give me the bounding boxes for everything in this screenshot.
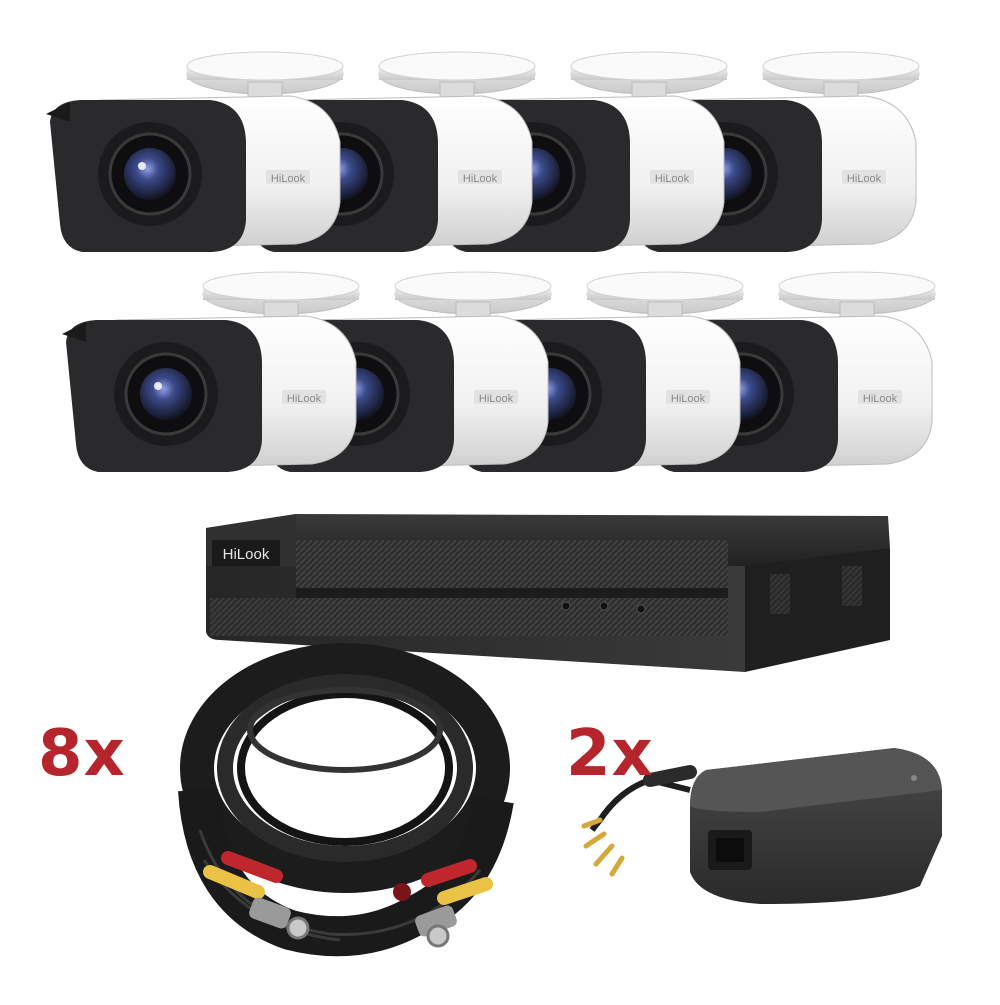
power-supply — [581, 748, 942, 904]
camera-brand-logo: HiLook — [863, 393, 898, 405]
camera-brand-logo: HiLook — [671, 393, 706, 405]
camera-brand-logo: HiLook — [847, 173, 882, 185]
camera-grid: HiLookHiLookHiLookHiLookHiLookHiLookHiLo… — [44, 50, 937, 474]
siamese-cable-coil — [178, 643, 514, 957]
cable-quantity-label: 8x — [38, 717, 126, 791]
dvr-recorder: HiLook — [206, 514, 890, 672]
bullet-camera — [44, 50, 345, 254]
camera-brand-logo: HiLook — [479, 393, 514, 405]
camera-brand-logo: HiLook — [287, 393, 322, 405]
camera-brand-logo: HiLook — [463, 173, 498, 185]
bullet-camera — [60, 270, 361, 474]
dvr-logo-plate — [212, 540, 280, 566]
camera-brand-logo: HiLook — [655, 173, 690, 185]
power-supply-quantity-label: 2x — [566, 717, 654, 791]
dvr-brand-logo: HiLook — [223, 546, 270, 563]
camera-brand-logo: HiLook — [271, 173, 306, 185]
